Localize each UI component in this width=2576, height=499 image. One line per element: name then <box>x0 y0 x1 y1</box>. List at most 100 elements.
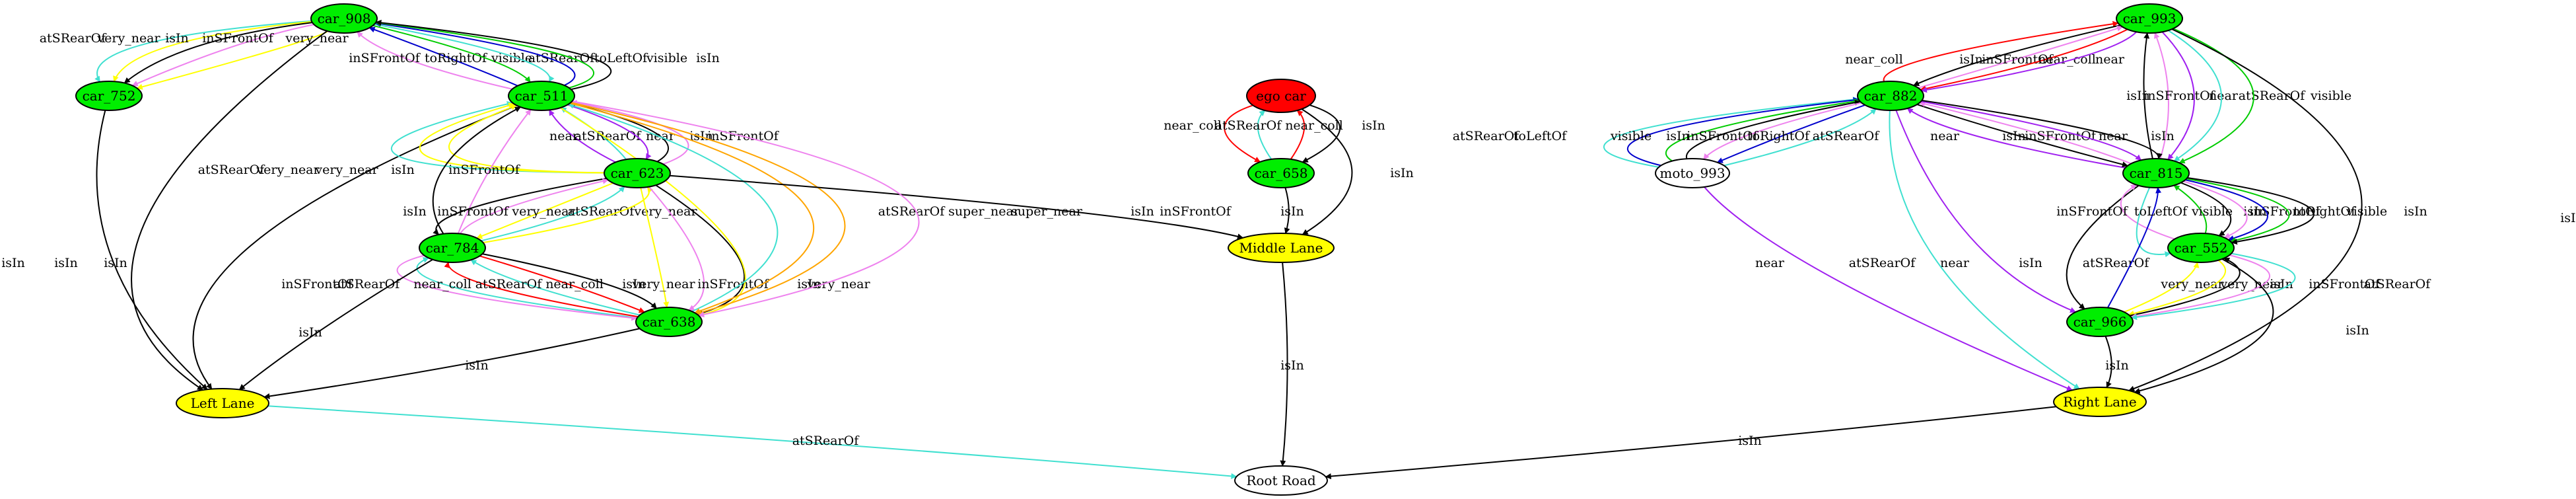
edge-atSRearOf-moto-993-to-car-882 <box>1603 96 1860 168</box>
edge-label-isIn: isIn <box>2002 129 2026 143</box>
node-car-993[interactable]: car_993 <box>2116 3 2183 34</box>
node-ellipse <box>1655 158 1730 188</box>
edge-visible-car-552-to-car-815 <box>2173 184 2208 234</box>
node-ellipse <box>419 233 486 263</box>
edge-label-isIn: isIn <box>2346 323 2369 338</box>
edge-label-atSRearOf: atSRearOf <box>1453 129 1521 143</box>
edge-label-near: near <box>1930 129 1960 143</box>
node-ellipse <box>2122 158 2190 188</box>
edge-label-isIn: isIn <box>391 163 415 177</box>
edge-layer: atSRearOf very_near isIn inSFrontOf very_nea… <box>1 19 2576 480</box>
node-label: car_815 <box>2130 165 2183 181</box>
node-right-lane[interactable]: Right Lane <box>2053 387 2147 417</box>
edge-isIn-car-752-to-left-lane <box>96 110 208 390</box>
node-label: car_966 <box>2073 314 2127 330</box>
edge-label-isIn: isIn <box>165 31 189 46</box>
edge-isIn-car-784-to-left-lane <box>238 258 433 391</box>
edge-near-car-882-to-car-815 <box>1921 100 2141 161</box>
edge-label-isIn: isIn <box>2126 89 2150 103</box>
edge-inSFrontOf-car-784-to-car-638 <box>396 254 638 321</box>
edge-isIn-car-882-to-car-815 <box>1916 104 2128 168</box>
edge-atSRearOf-car-552-to-car-966 <box>2131 252 2296 321</box>
node-middle-lane[interactable]: Middle Lane <box>1228 233 1335 263</box>
edge-inSFrontOf-car-784-to-car-511 <box>457 109 532 234</box>
node-car-815[interactable]: car_815 <box>2122 158 2190 188</box>
node-car-511[interactable]: car_511 <box>508 81 575 111</box>
edge-label-atSRearOf: atSRearOf <box>568 204 636 219</box>
node-car-752[interactable]: car_752 <box>75 81 143 111</box>
node-ellipse <box>1246 79 1316 113</box>
node-car-658[interactable]: car_658 <box>1247 158 1315 188</box>
edge-atSRearOf-left-lane-to-root-road <box>267 405 1237 479</box>
edge-isIn-car-658-to-middle-lane <box>1284 187 1290 234</box>
edge-label-isIn: isIn <box>1738 434 1762 448</box>
edge-isIn-car-784-to-car-638 <box>482 253 657 309</box>
edge-atSRearOf-car-658-to-ego-car <box>1257 110 1272 160</box>
edge-label-atSRearOf: atSRearOf <box>2364 277 2432 291</box>
edge-very-near-car-623-to-car-638 <box>640 187 670 308</box>
edge-label-inSFrontOf: inSFrontOf <box>2309 277 2381 291</box>
edge-label-near-coll: near_coll <box>1845 52 1903 67</box>
node-ellipse <box>2116 3 2183 34</box>
edge-inSFrontOf-car-511-to-car-908 <box>357 31 512 90</box>
edge-label-isIn: isIn <box>1390 166 1414 180</box>
edge-label-atSRearOf: atSRearOf <box>2083 256 2151 270</box>
edge-isIn-car-623-to-car-638 <box>655 184 745 316</box>
node-car-552[interactable]: car_552 <box>2167 233 2235 263</box>
node-label: car_908 <box>318 11 371 26</box>
edge-very-near-car-623-to-car-784 <box>476 182 613 239</box>
edge-label-inSFrontOf: inSFrontOf <box>2056 204 2128 219</box>
edge-near-car-993-to-car-882 <box>1920 31 2138 93</box>
edge-label-isIn: isIn <box>1280 204 1304 219</box>
node-car-784[interactable]: car_784 <box>419 233 486 263</box>
edge-label-isIn: isIn <box>1959 52 1983 67</box>
edge-near-car-882-to-car-966 <box>1895 110 2077 313</box>
node-car-623[interactable]: car_623 <box>604 158 671 188</box>
node-left-lane[interactable]: Left Lane <box>176 388 269 418</box>
edge-atSRearOf-moto-993-to-car-882 <box>1723 108 1877 167</box>
edge-isIn-car-552-to-right-lane <box>2134 258 2274 394</box>
edge-label-near: near <box>1755 256 1785 270</box>
edge-label-very-near: very_near <box>96 31 160 46</box>
node-car-638[interactable]: car_638 <box>635 307 703 337</box>
edge-near-coll-car-784-to-car-638 <box>479 255 645 313</box>
edge-label-visible: visible <box>646 51 687 65</box>
edge-label-isIn: isIn <box>1666 129 1690 143</box>
edge-toRightOf-car-882-to-moto-993 <box>1716 104 1865 163</box>
node-ego-car[interactable]: ego car <box>1246 79 1316 113</box>
edge-inSFrontOf-car-623-to-car-511 <box>571 100 689 165</box>
edge-very-near-car-552-to-car-966 <box>2128 259 2227 317</box>
edge-isIn-car-511-to-car-908 <box>375 19 612 91</box>
edge-very-near-car-623-to-car-511 <box>419 102 605 174</box>
edge-label-visible: visible <box>491 51 532 65</box>
node-label: Right Lane <box>2063 394 2136 410</box>
edge-label-atSRearOf: atSRearOf <box>2239 89 2307 103</box>
node-label: car_752 <box>83 88 136 104</box>
edge-label-isIn: isIn <box>465 358 489 373</box>
edge-near-car-623-to-car-511 <box>549 109 616 163</box>
edge-label-isIn: isIn <box>689 129 713 143</box>
edge-label-super-near: super_near <box>948 204 1020 219</box>
edge-label-near-coll: near_coll <box>545 277 604 291</box>
edge-isIn-middle-lane-to-root-road <box>1280 262 1288 467</box>
node-layer: car_908 car_752 car_511 car_623 car_784 car_6… <box>75 3 2235 496</box>
node-car-966[interactable]: car_966 <box>2066 307 2134 337</box>
node-car-908[interactable]: car_908 <box>310 3 378 34</box>
edge-inSFrontOf-car-815-to-car-882 <box>1919 100 2132 165</box>
node-moto-993[interactable]: moto_993 <box>1655 158 1730 188</box>
edge-label-very-near: very_near <box>631 277 695 291</box>
edge-label-isIn: isIn <box>2243 204 2267 219</box>
edge-label-isIn: isIn <box>1280 358 1304 373</box>
edge-atSRearOf-car-908-to-car-511 <box>374 23 555 83</box>
node-root-road[interactable]: Root Road <box>1234 465 1328 496</box>
node-ellipse <box>75 81 143 111</box>
edge-label-inSFrontOf: inSFrontOf <box>448 163 520 177</box>
node-ellipse <box>1247 158 1315 188</box>
edge-label-visible: visible <box>2310 89 2351 103</box>
edge-label-near: near <box>549 129 579 143</box>
edge-label-near-coll: near_coll <box>2038 52 2096 67</box>
node-label: car_993 <box>2123 11 2176 26</box>
node-car-882[interactable]: car_882 <box>1857 81 1924 111</box>
node-ellipse <box>176 388 269 418</box>
edge-isIn-car-908-to-left-lane <box>131 30 328 391</box>
